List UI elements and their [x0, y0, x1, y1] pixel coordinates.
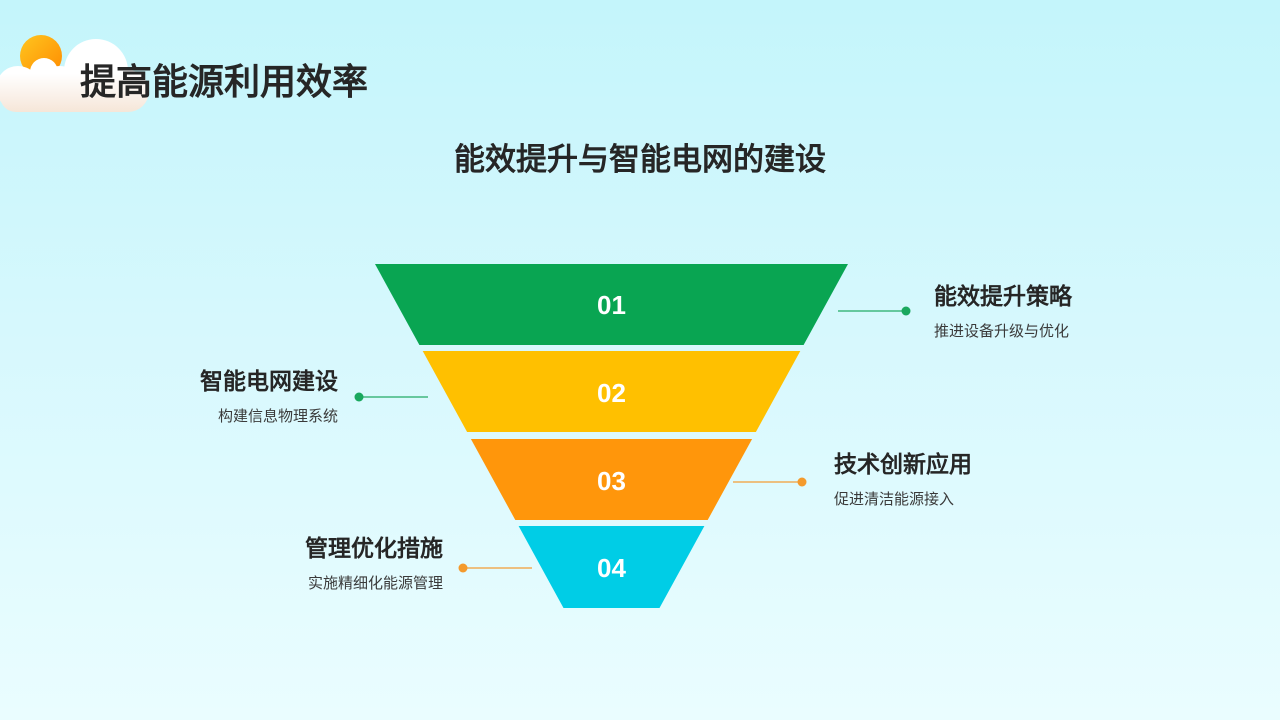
funnel-label-2: 智能电网建设 构建信息物理系统 [200, 366, 338, 428]
funnel-level-2-number: 02 [597, 378, 626, 408]
funnel-level-1 [375, 264, 848, 345]
funnel-level-3-number: 03 [597, 466, 626, 496]
funnel-level-4-number: 04 [597, 553, 626, 583]
funnel-label-1: 能效提升策略 推进设备升级与优化 [934, 281, 1072, 343]
cloud-icon [0, 39, 149, 112]
funnel-label-4-title: 管理优化措施 [305, 535, 443, 561]
connector-dot-4 [458, 563, 468, 573]
page-title: 提高能源利用效率 [80, 61, 369, 102]
funnel-level-2 [422, 351, 801, 432]
connector-dot-1 [901, 306, 911, 316]
funnel-label-4: 管理优化措施 实施精细化能源管理 [305, 533, 443, 595]
funnel-level-4 [518, 526, 705, 608]
funnel-label-3-description: 促进清洁能源接入 [834, 491, 955, 508]
connector-dot-3 [797, 477, 807, 487]
funnel-level-3 [470, 439, 753, 520]
sun-cloud-decoration [0, 35, 149, 112]
funnel-level-1-number: 01 [597, 290, 626, 320]
funnel-label-2-description: 构建信息物理系统 [217, 408, 338, 425]
funnel-label-2-title: 智能电网建设 [200, 368, 338, 394]
funnel-label-3: 技术创新应用 促进清洁能源接入 [834, 449, 972, 511]
funnel-label-3-title: 技术创新应用 [834, 451, 972, 477]
funnel-label-4-description: 实施精细化能源管理 [307, 575, 443, 592]
funnel-label-1-title: 能效提升策略 [934, 283, 1072, 309]
page-subtitle: 能效提升与智能电网的建设 [454, 142, 826, 177]
connector-dot-2 [354, 392, 364, 402]
funnel-label-1-description: 推进设备升级与优化 [934, 323, 1070, 340]
